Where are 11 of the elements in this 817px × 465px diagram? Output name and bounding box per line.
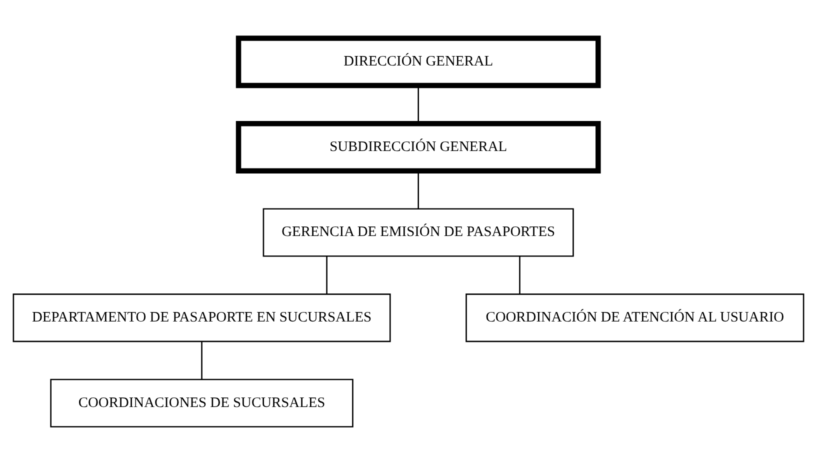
connector xyxy=(418,170,419,209)
node-box: SUBDIRECCIÓN GENERAL xyxy=(236,120,601,174)
connector xyxy=(418,86,419,124)
node-box: DIRECCIÓN GENERAL xyxy=(236,36,601,88)
connector xyxy=(201,342,202,380)
connector xyxy=(519,256,520,294)
node-box: DEPARTAMENTO DE PASAPORTE EN SUCURSALES xyxy=(12,294,391,342)
connector xyxy=(326,256,328,294)
node-box: GERENCIA DE EMISIÓN DE PASAPORTES xyxy=(262,208,574,257)
node-box: COORDINACIÓN DE ATENCIÓN AL USUARIO xyxy=(466,294,804,342)
node-box: COORDINACIONES DE SUCURSALES xyxy=(50,378,354,428)
